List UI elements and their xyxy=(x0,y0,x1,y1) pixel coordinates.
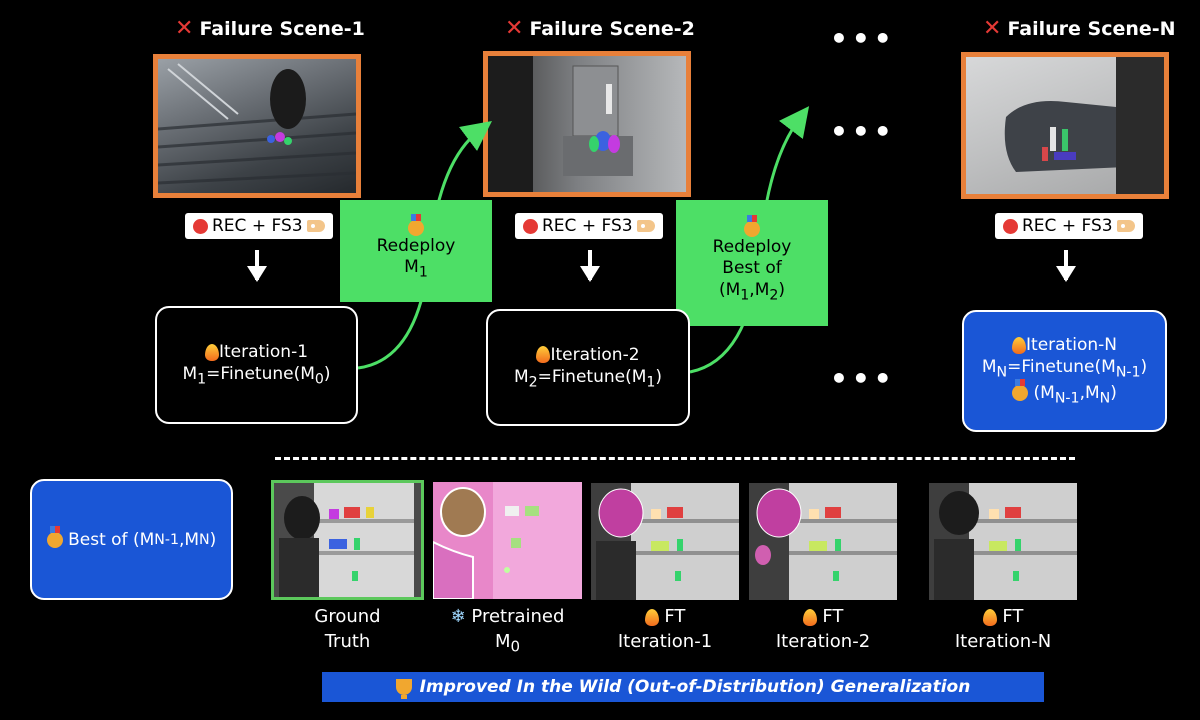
down-arrow-1 xyxy=(247,250,267,282)
cross-icon: ✕ xyxy=(175,16,194,41)
fire-icon xyxy=(1012,336,1027,354)
rec-fs3-label-1: REC + FS3 xyxy=(185,213,333,239)
thumbnail-pretrained xyxy=(433,482,582,599)
iteration-1-box: Iteration-1 M1=Finetune(M0) xyxy=(155,306,358,424)
snowflake-icon: ❄ xyxy=(450,606,466,627)
scene-n-title: ✕ Failure Scene-N xyxy=(983,16,1176,41)
iteration-n-box: Iteration-N MN=Finetune(MN-1) (MN-1,MN) xyxy=(962,310,1167,432)
medal-icon xyxy=(46,525,63,548)
redeploy-box-2: Redeploy Best of (M1,M2) xyxy=(676,200,828,326)
scene-1-image xyxy=(153,54,361,198)
cross-icon: ✕ xyxy=(983,16,1002,41)
down-arrow-2 xyxy=(580,250,600,282)
section-divider xyxy=(275,457,1075,460)
label-ft-iteration-n: FT Iteration-N xyxy=(954,606,1052,653)
scene-n-image xyxy=(961,52,1169,199)
medal-icon xyxy=(744,215,760,238)
thumbnail-ground-truth xyxy=(271,480,424,600)
record-dot-icon xyxy=(523,218,538,234)
thumbnail-ft-iteration-n xyxy=(929,483,1077,600)
generalization-banner: Improved In the Wild (Out-of-Distributio… xyxy=(322,672,1044,702)
fire-icon xyxy=(536,346,551,364)
label-pretrained: ❄ Pretrained M0 xyxy=(450,606,565,656)
tag-icon xyxy=(636,220,655,232)
fire-icon xyxy=(644,608,659,626)
tag-icon xyxy=(306,220,325,232)
fire-icon xyxy=(982,608,997,626)
scene-2-image xyxy=(483,51,691,197)
scene-2-title: ✕ Failure Scene-2 xyxy=(505,16,695,41)
ellipsis-top: ••• xyxy=(830,22,896,55)
cross-icon: ✕ xyxy=(505,16,524,41)
redeploy-box-1: Redeploy M1 xyxy=(340,200,492,302)
scene-1-title: ✕ Failure Scene-1 xyxy=(175,16,365,41)
thumbnail-ft-iteration-2 xyxy=(749,483,897,600)
record-dot-icon xyxy=(1003,218,1018,234)
fire-icon xyxy=(204,343,219,361)
medal-icon xyxy=(408,213,424,236)
label-ft-iteration-1: FT Iteration-1 xyxy=(617,606,713,653)
label-ft-iteration-2: FT Iteration-2 xyxy=(775,606,871,653)
ellipsis-middle: ••• xyxy=(830,115,896,148)
medal-icon xyxy=(1012,379,1029,402)
trophy-icon xyxy=(395,679,412,699)
record-dot-icon xyxy=(193,218,208,234)
rec-fs3-label-n: REC + FS3 xyxy=(995,213,1143,239)
tag-icon xyxy=(1116,220,1135,232)
fire-icon xyxy=(802,608,817,626)
label-ground-truth: Ground Truth xyxy=(314,606,381,653)
iteration-2-box: Iteration-2 M2=Finetune(M1) xyxy=(486,309,690,426)
ellipsis-bottom: ••• xyxy=(830,362,896,395)
down-arrow-n xyxy=(1056,250,1076,282)
rec-fs3-label-2: REC + FS3 xyxy=(515,213,663,239)
thumbnail-ft-iteration-1 xyxy=(591,483,739,600)
